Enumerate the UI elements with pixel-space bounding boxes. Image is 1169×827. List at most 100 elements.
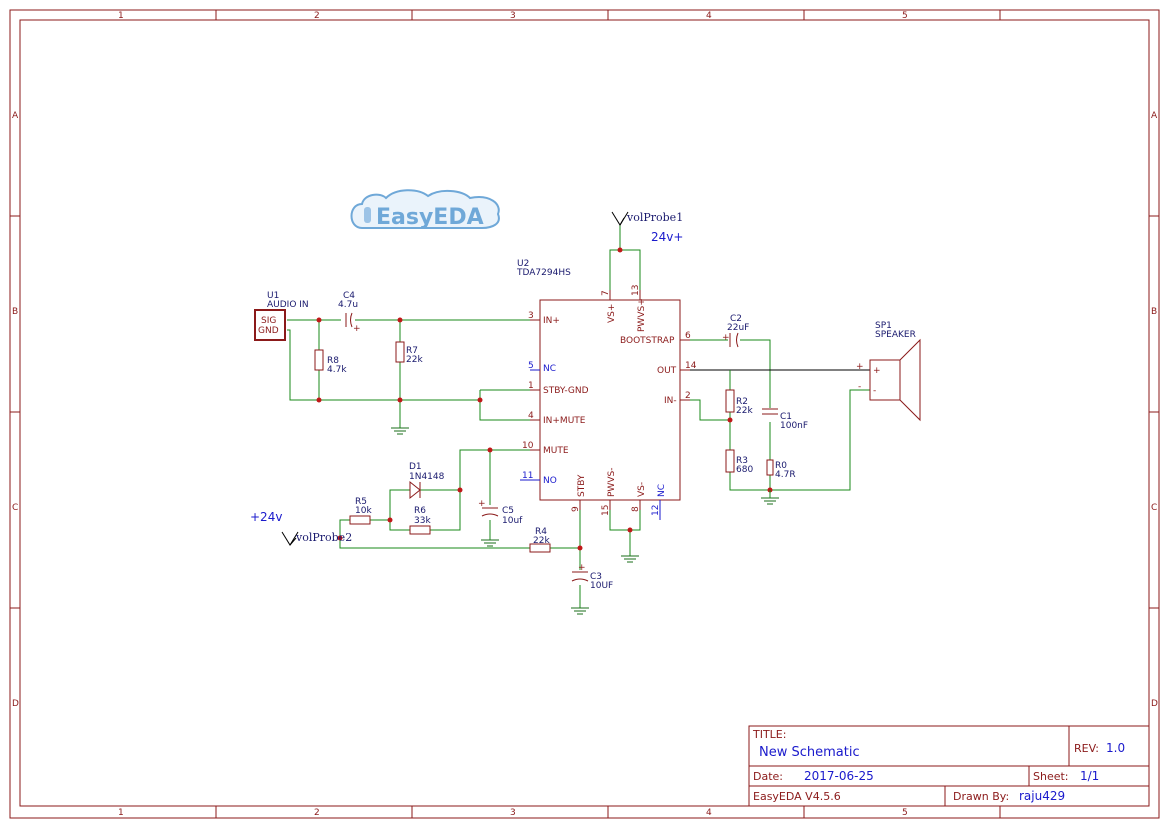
component-d1-diode[interactable]: D1 1N4148 [409,462,445,500]
ref-designator: C2 [730,314,742,324]
pin-name: VS+ [607,304,617,323]
ground-symbol [571,607,589,615]
component-r4-resistor[interactable]: R4 22k [529,527,551,553]
drawn-by-label: Drawn By: [953,790,1009,803]
component-c3-capacitor[interactable]: + C3 10UF [571,563,613,591]
ref-designator: R2 [736,397,748,407]
pin-number: 1 [528,381,534,391]
pin-name: OUT [657,366,677,376]
component-u2-amplifier-ic[interactable]: U2 TDA7294HS IN+ NC STBY-GND IN+MUTE MUT… [516,259,697,520]
svg-text:+: + [478,499,486,509]
sheet-frame [9,9,1160,819]
component-c4-capacitor[interactable]: + C4 4.7u [338,291,361,334]
pin-number: 7 [601,290,611,296]
probe-label: volProbe2 [295,531,352,544]
ref-designator: R7 [406,346,418,356]
component-value: 33k [414,516,431,526]
pin-label: - [873,386,876,396]
component-value: 22k [406,355,423,365]
component-value: 22k [533,536,550,546]
row-label: C [12,503,18,513]
net-label-24v-top: 24v+ [651,230,683,244]
component-value: SPEAKER [875,330,916,340]
software-version: EasyEDA V4.5.6 [753,790,841,803]
ref-designator: R4 [535,527,547,537]
pin-number: 13 [631,285,641,296]
pin-number: 11 [522,471,533,481]
voltage-probe-1[interactable]: volProbe1 [611,211,683,226]
component-sp1-speaker[interactable]: + - + - SP1 SPEAKER [856,321,921,422]
component-r2-resistor[interactable]: R2 22k [725,389,753,416]
ref-designator: U1 [267,291,279,301]
row-label: B [1151,307,1157,317]
svg-text:+: + [722,333,730,343]
pin-number: 3 [528,311,534,321]
component-value: 10UF [590,581,613,591]
ref-designator: R5 [355,497,367,507]
column-label: 5 [902,808,908,818]
column-label: 1 [118,808,124,818]
rev-value: 1.0 [1106,741,1125,755]
ref-designator: C4 [343,291,355,301]
sheet-value: 1/1 [1080,769,1099,783]
wires [287,225,870,608]
pin-name: PWVS- [607,468,617,497]
schematic-title: New Schematic [759,745,860,760]
component-r7-resistor[interactable]: R7 22k [395,341,423,365]
ground-symbol [761,490,779,505]
column-label: 2 [314,808,320,818]
ground-symbol [481,539,499,547]
pin-name: VS- [637,482,647,497]
column-label: 5 [902,11,908,21]
pin-number: 12 [651,505,661,516]
pin-number: 6 [685,331,691,341]
ref-designator: R0 [775,461,787,471]
logo-text: EasyEDA [376,205,484,230]
svg-text:+: + [353,324,361,334]
component-r6-resistor[interactable]: R6 33k [409,506,431,535]
pin-label: SIG [261,316,276,326]
pin-name: IN- [664,396,677,406]
pin-number: 10 [522,441,534,451]
component-r0-resistor[interactable]: R0 4.7R [766,459,796,480]
pin-label: GND [258,326,279,336]
ref-designator: R8 [327,356,339,366]
ref-designator: C5 [502,506,514,516]
voltage-probe-2[interactable]: volProbe2 [281,531,352,546]
frame-labels: 1 2 3 4 5 1 2 3 4 5 A B C D A B C D [12,11,1158,818]
pin-number: 2 [685,391,691,401]
rev-label: REV: [1074,742,1099,755]
component-c5-capacitor[interactable]: + C5 10uf [478,499,523,526]
component-value: 10k [355,506,372,516]
pin-number: 4 [528,411,534,421]
component-r3-resistor[interactable]: R3 680 [725,449,753,475]
component-value: 1N4148 [409,472,445,482]
row-label: B [12,307,18,317]
ref-designator: U2 [517,259,529,269]
junctions [316,247,773,551]
row-label: D [12,699,19,709]
component-r5-resistor[interactable]: R5 10k [349,497,372,525]
pin-label: + [873,366,881,376]
pin-name: PWVS+ [637,298,647,332]
component-c1-capacitor[interactable]: C1 100nF [762,408,808,431]
pin-name: STBY [577,474,587,497]
pin-number: 9 [571,506,581,512]
pin-name: NC [657,484,667,497]
component-r8-resistor[interactable]: R8 4.7k [314,349,347,375]
pin-number: 15 [601,505,611,516]
pin-name: STBY-GND [543,386,589,396]
component-u1-audio-in[interactable]: U1 AUDIO IN SIG GND [254,291,309,341]
ref-designator: D1 [409,462,422,472]
pin-number: 14 [685,361,697,371]
net-label-24v-left: +24v [250,510,282,524]
column-label: 1 [118,11,124,21]
ref-designator: SP1 [875,321,892,331]
pin-number: 5 [528,361,534,371]
column-label: 4 [706,808,712,818]
component-value: 4.7R [775,470,796,480]
component-c2-capacitor[interactable]: + C2 22uF [722,314,749,348]
date-value: 2017-06-25 [804,769,874,783]
ref-designator: R6 [414,506,426,516]
